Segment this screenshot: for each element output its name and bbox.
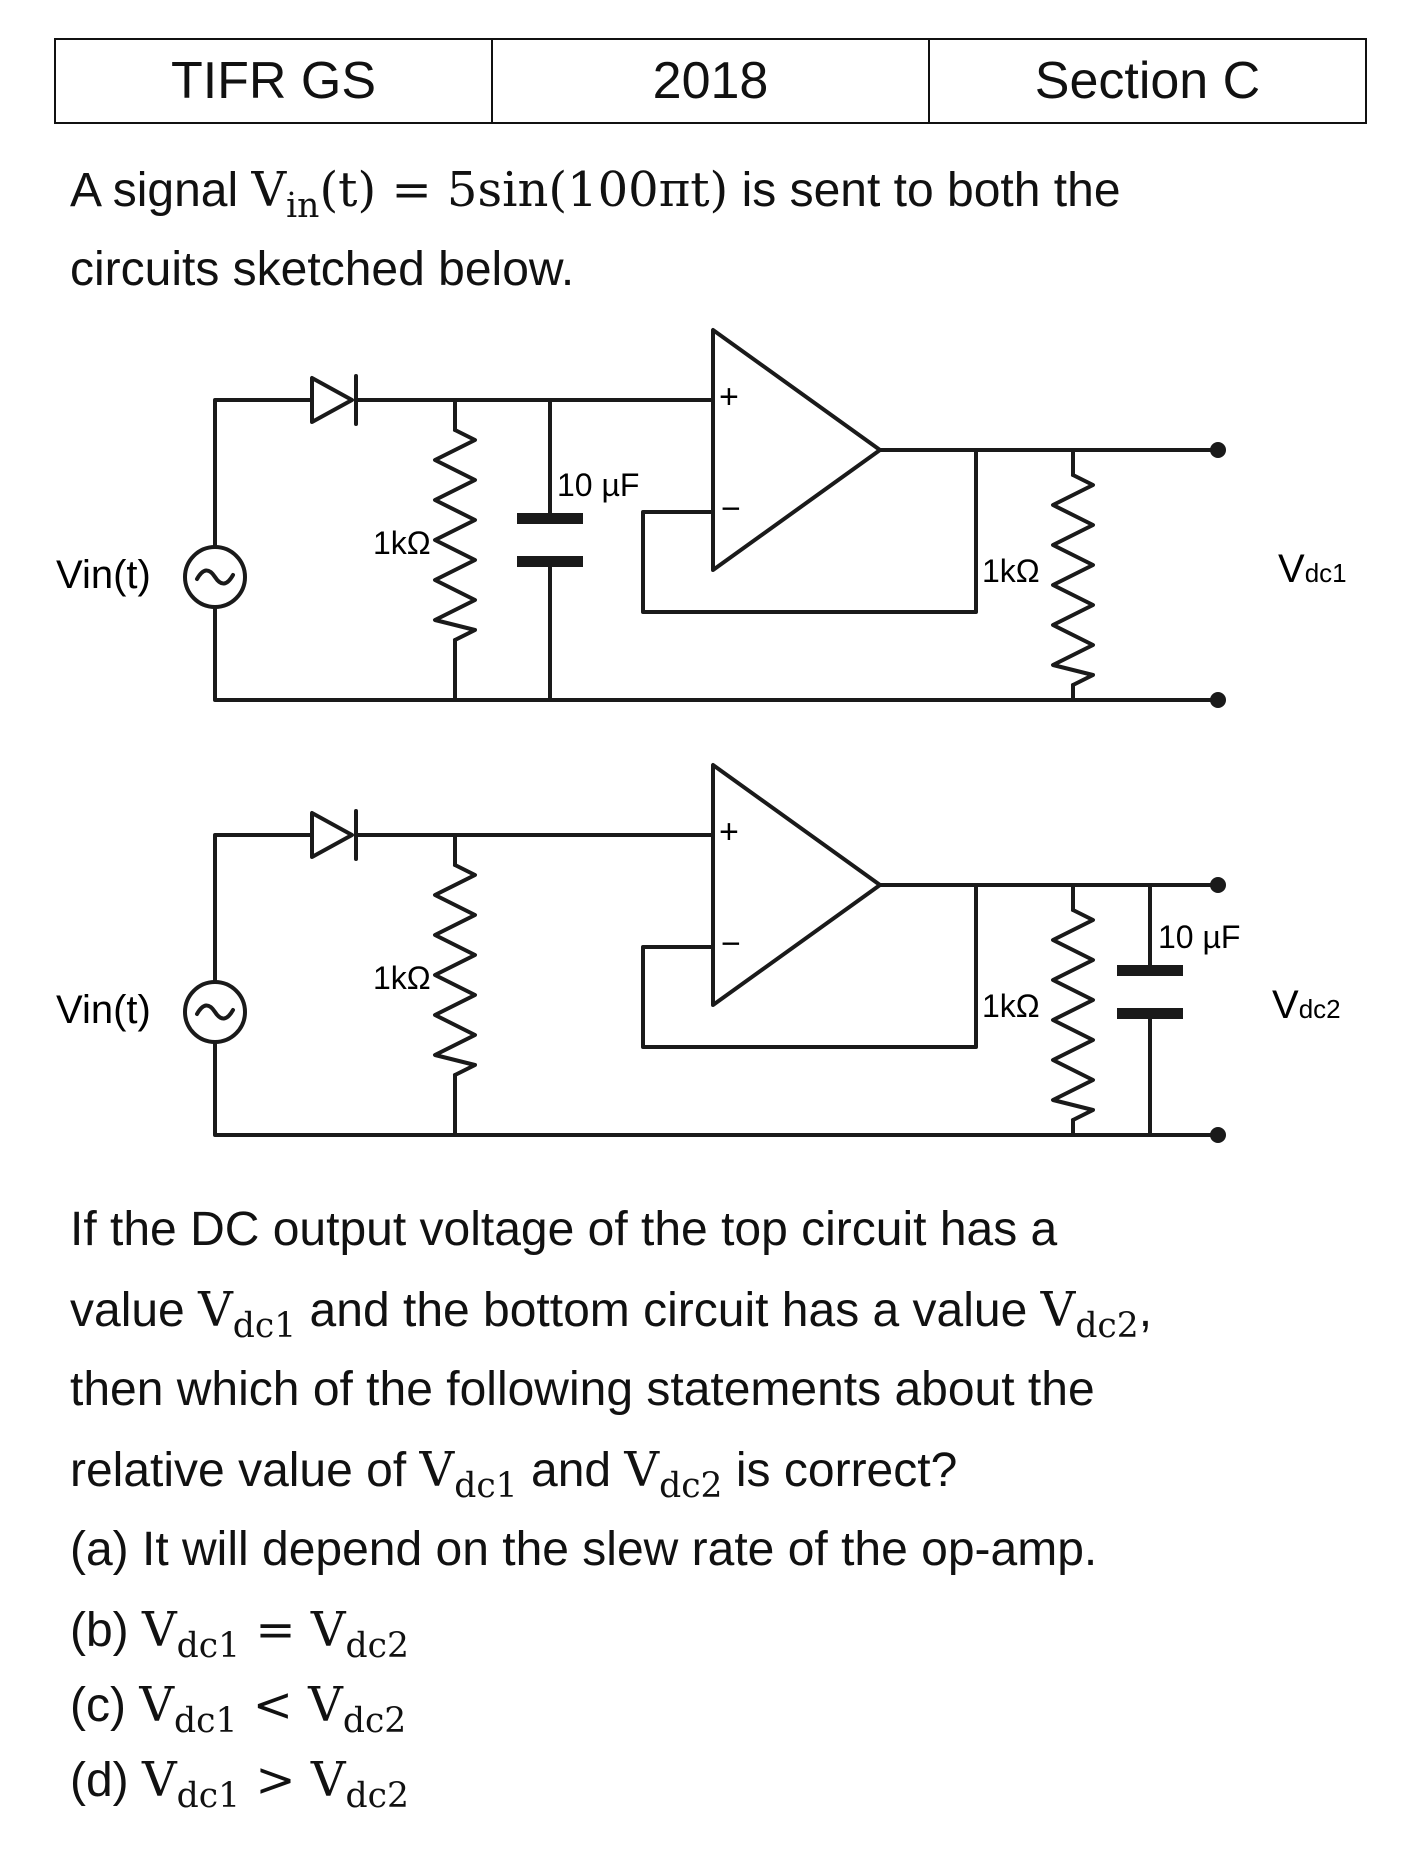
opamp-minus-bottom: −: [721, 925, 741, 963]
source-label-top: Vin(t): [56, 553, 151, 597]
output-terminal-top-minus: [1210, 692, 1226, 708]
intro-text: A signal: [70, 164, 252, 217]
option-b: (b) Vdc1 = Vdc2: [70, 1602, 409, 1667]
question-line-3: then which of the following statements a…: [70, 1363, 1095, 1416]
intro-text-end: is sent to both the: [728, 164, 1121, 217]
option-c: (c) Vdc1 < Vdc2: [70, 1677, 407, 1742]
output-terminal-bottom-plus: [1210, 877, 1226, 893]
output-terminal-top-plus: [1210, 442, 1226, 458]
capacitor-label-top: 10 µF: [557, 467, 639, 503]
header-section: Section C: [1034, 52, 1261, 110]
bottom-circuit: Vin(t) 1kΩ 10 µF 1kΩ + − Vdc2: [56, 763, 1341, 1143]
resistor2-label-top: 1kΩ: [982, 553, 1040, 589]
resistor1-label-top: 1kΩ: [373, 525, 431, 561]
ac-source-icon-bottom: [183, 980, 247, 1044]
capacitor-label-bottom: 10 µF: [1158, 919, 1240, 955]
output-label-bottom: Vdc2: [1272, 983, 1341, 1027]
option-d: (d) Vdc1 > Vdc2: [70, 1752, 409, 1817]
header-year: 2018: [493, 40, 930, 122]
signal-expression: Vin(t) = 5sin(100πt): [251, 162, 729, 227]
intro-line-1: A signal Vin(t) = 5sin(100πt) is sent to…: [70, 150, 1121, 246]
output-label-top: Vdc1: [1278, 547, 1347, 591]
top-circuit: Vin(t) 1kΩ 10 µF 1kΩ + − Vdc1: [56, 328, 1347, 708]
question-line-2: value Vdc1 and the bottom circuit has a …: [70, 1282, 1153, 1347]
output-terminal-bottom-minus: [1210, 1127, 1226, 1143]
resistor2-label-bottom: 1kΩ: [982, 988, 1040, 1024]
source-label-bottom: Vin(t): [56, 988, 151, 1032]
option-a: (a) It will depend on the slew rate of t…: [70, 1523, 1098, 1576]
opamp-plus-bottom: +: [719, 813, 739, 851]
header-exam: TIFR GS: [56, 40, 493, 122]
header-table: TIFR GS 2018 Section C: [54, 38, 1367, 124]
circuit-diagram: Vin(t) 1kΩ 10 µF 1kΩ + − Vdc1 Vin(t) 1kΩ…: [56, 328, 1347, 1143]
opamp-minus-top: −: [721, 490, 741, 528]
question-line-1: If the DC output voltage of the top circ…: [70, 1203, 1058, 1256]
opamp-plus-top: +: [719, 378, 739, 416]
question-line-4: relative value of Vdc1 and Vdc2 is corre…: [70, 1442, 958, 1507]
ac-source-icon-top: [183, 545, 247, 609]
intro-line-2: circuits sketched below.: [70, 243, 575, 296]
resistor1-label-bottom: 1kΩ: [373, 960, 431, 996]
